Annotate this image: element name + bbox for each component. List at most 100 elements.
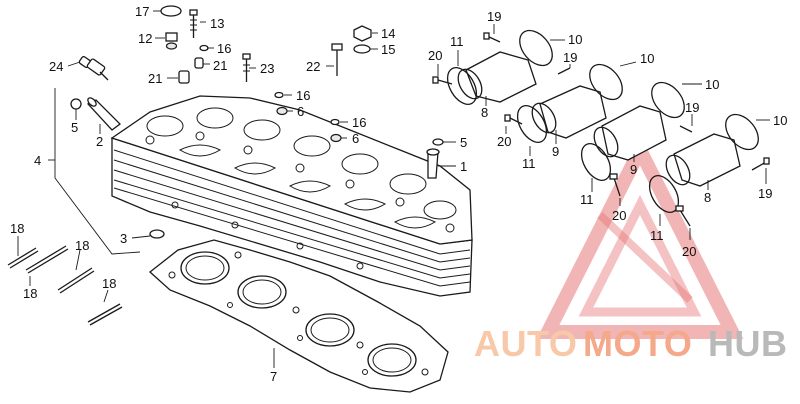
nut-12 <box>165 32 178 50</box>
callout-5b: 5 <box>460 135 467 150</box>
callout-2: 2 <box>96 134 103 149</box>
callout-7: 7 <box>270 369 277 384</box>
callout-10b: 10 <box>640 51 654 66</box>
valve-guide-1 <box>426 148 440 179</box>
clip-5b <box>432 138 444 146</box>
callout-12: 12 <box>138 31 152 46</box>
clamp-11d <box>648 175 680 213</box>
callout-8a: 8 <box>481 105 488 120</box>
callout-19c: 19 <box>685 100 699 115</box>
cylinder-head <box>110 95 473 297</box>
stud-18d <box>87 303 123 326</box>
stud-18c <box>57 267 95 294</box>
callout-10c: 10 <box>705 77 719 92</box>
screw-19d <box>751 157 770 171</box>
gasket-bore-1 <box>180 251 230 285</box>
callout-23: 23 <box>260 61 274 76</box>
watermark-text: AUTO MOTO HUB <box>474 323 788 364</box>
callout-22: 22 <box>306 59 320 74</box>
callout-10a: 10 <box>568 32 582 47</box>
screw-20b <box>504 114 523 125</box>
watermark-text-moto: MOTO <box>583 323 692 364</box>
callout-19d: 19 <box>758 186 772 201</box>
gasket-bore-3 <box>305 313 355 347</box>
clamp-11b <box>516 105 548 143</box>
clamp-10d <box>725 113 759 151</box>
screw-19a <box>483 32 501 43</box>
intake-boot-9a <box>531 85 607 139</box>
nut-14 <box>353 25 372 42</box>
callout-15: 15 <box>381 42 395 57</box>
watermark-slash <box>597 212 693 303</box>
clamp-10a <box>519 29 553 67</box>
clip-5a <box>70 98 82 110</box>
callout-11d: 11 <box>650 228 664 243</box>
intake-boot-8b <box>665 133 741 187</box>
callout-10d: 10 <box>773 113 787 128</box>
callout-18c: 18 <box>75 238 89 253</box>
head-gasket <box>148 239 449 393</box>
callout-20b: 20 <box>497 134 511 149</box>
bolt-23 <box>242 53 251 82</box>
clamp-10c <box>651 81 685 119</box>
callout-16a: 16 <box>217 41 231 56</box>
callout-21b: 21 <box>148 71 162 86</box>
spark-plug <box>78 55 109 81</box>
screw-20a <box>432 76 453 85</box>
valve-guide-2 <box>86 97 121 131</box>
stud-18b <box>25 245 69 274</box>
callout-labels: 17 13 12 16 21 21 23 24 14 15 22 16 6 16… <box>10 4 787 384</box>
washer-16c <box>330 118 340 126</box>
screw-19b <box>557 67 571 75</box>
callout-20c: 20 <box>612 208 626 223</box>
bolt-22 <box>331 43 343 76</box>
callout-20a: 20 <box>428 48 442 63</box>
callout-16b: 16 <box>296 88 310 103</box>
screw-20d <box>675 205 691 227</box>
callout-13: 13 <box>210 16 224 31</box>
callout-20d: 20 <box>682 244 696 259</box>
watermark-logo <box>536 134 744 339</box>
callout-5a: 5 <box>71 120 78 135</box>
callout-14: 14 <box>381 26 395 41</box>
intake-boot-9b <box>593 105 667 161</box>
leader-lines <box>17 10 770 368</box>
callout-6a: 6 <box>297 104 304 119</box>
screw-19c <box>679 125 693 133</box>
callout-21a: 21 <box>213 58 227 73</box>
bolt-13 <box>189 9 198 38</box>
washer-16b <box>274 91 284 99</box>
callout-9b: 9 <box>630 162 637 177</box>
stud-18a <box>7 247 39 269</box>
callout-24: 24 <box>49 59 63 74</box>
washer-16a <box>199 44 209 52</box>
callout-18d: 18 <box>102 276 116 291</box>
callout-17: 17 <box>135 4 149 19</box>
screw-20c <box>609 173 621 197</box>
seal-6b <box>330 133 342 143</box>
callout-9a: 9 <box>552 144 559 159</box>
watermark-triangle-outer <box>536 134 744 339</box>
seal-6a <box>276 106 288 116</box>
dowel-21b <box>178 70 190 84</box>
gasket-bore-2 <box>237 275 287 309</box>
callout-8b: 8 <box>704 190 711 205</box>
clamp-10b <box>589 63 623 101</box>
watermark-text-hub: HUB <box>708 323 788 364</box>
callout-11c: 11 <box>580 192 594 207</box>
gasket-bore-4 <box>367 343 417 377</box>
watermark-text-auto: AUTO <box>474 323 577 364</box>
intake-boot-8a <box>457 51 537 103</box>
callout-11b: 11 <box>522 156 536 171</box>
callout-4: 4 <box>34 153 41 168</box>
washer-15 <box>353 44 371 54</box>
callout-16c: 16 <box>352 115 366 130</box>
clamp-11a <box>446 67 478 105</box>
callout-18a: 18 <box>10 221 24 236</box>
clamp-11c <box>580 143 612 181</box>
o-ring <box>160 5 182 17</box>
callout-11a: 11 <box>450 34 464 49</box>
callout-3: 3 <box>120 231 127 246</box>
callout-18b: 18 <box>23 286 37 301</box>
